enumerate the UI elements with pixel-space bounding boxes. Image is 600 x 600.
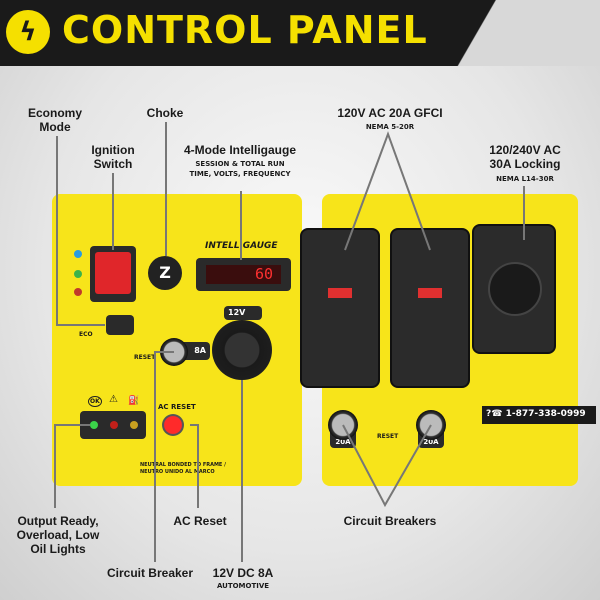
gfci-outlet-2[interactable] (390, 228, 470, 388)
label-ignition-switch: Ignition Switch (91, 143, 135, 171)
eco-switch[interactable] (106, 315, 134, 335)
gfci-test-button[interactable] (418, 288, 442, 298)
off-icon (74, 288, 82, 296)
label-intelligauge-sub: SESSION & TOTAL RUN TIME, VOLTS, FREQUEN… (189, 160, 291, 178)
label-circuit-breaker: Circuit Breaker (106, 566, 194, 580)
output-ready-light (90, 421, 98, 429)
header-bar (0, 0, 600, 66)
label-dc: 12V DC 8A (212, 566, 274, 580)
champion-logo-icon: ϟ (6, 10, 50, 54)
gfci-outlet-1[interactable] (300, 228, 380, 388)
label-choke: Choke (146, 106, 184, 120)
gauge-reading: 60 (206, 265, 281, 284)
on-icon (74, 270, 82, 278)
low-oil-light (130, 421, 138, 429)
dc-port-label: 12V (224, 306, 262, 320)
ok-icon: OK (88, 396, 102, 407)
label-locking-sub: NEMA L14-30R (496, 175, 554, 183)
label-gfci-sub: NEMA 5-20R (365, 123, 415, 131)
overload-light (110, 421, 118, 429)
reset-label: RESET (134, 354, 156, 361)
locking-outlet-30a[interactable] (472, 224, 556, 354)
oil-can-icon: ⛽ (128, 396, 140, 406)
intelligauge-display[interactable]: 60 (196, 258, 291, 291)
eco-label: ECO (79, 331, 93, 338)
label-intelligauge: 4-Mode Intelligauge (183, 143, 296, 157)
neutral-bond-text: NEUTRAL BONDED TO FRAME / NEUTRO UNIDO A… (140, 462, 226, 475)
ignition-switch[interactable] (90, 246, 136, 302)
phone-number: 1-877-338-0999 (505, 409, 586, 419)
indicator-lights (80, 411, 146, 439)
choke-knob[interactable]: Z (148, 256, 182, 290)
ac-reset-button[interactable] (162, 414, 184, 436)
label-dc-sub: AUTOMOTIVE (216, 582, 270, 590)
gfci-test-button[interactable] (328, 288, 352, 298)
support-phone: ?☎ 1-877-338-0999 (482, 406, 596, 424)
fuel-icon (74, 250, 82, 258)
warning-icon: ⚠ (109, 394, 118, 405)
label-circuit-breakers: Circuit Breakers (343, 514, 437, 528)
help-icon: ?☎ (486, 409, 506, 419)
label-locking: 120/240V AC 30A Locking (489, 143, 561, 171)
dc-12v-outlet[interactable] (212, 320, 272, 380)
label-gfci: 120V AC 20A GFCI (337, 106, 443, 120)
page-title: CONTROL PANEL (62, 8, 428, 52)
label-economy-mode: Economy Mode (27, 106, 82, 134)
breakers-reset-label: RESET (377, 433, 399, 440)
label-ac-reset: AC Reset (173, 514, 227, 528)
label-lights: Output Ready, Overload, Low Oil Lights (16, 514, 100, 556)
ac-reset-panel-label: AC RESET (158, 403, 196, 411)
